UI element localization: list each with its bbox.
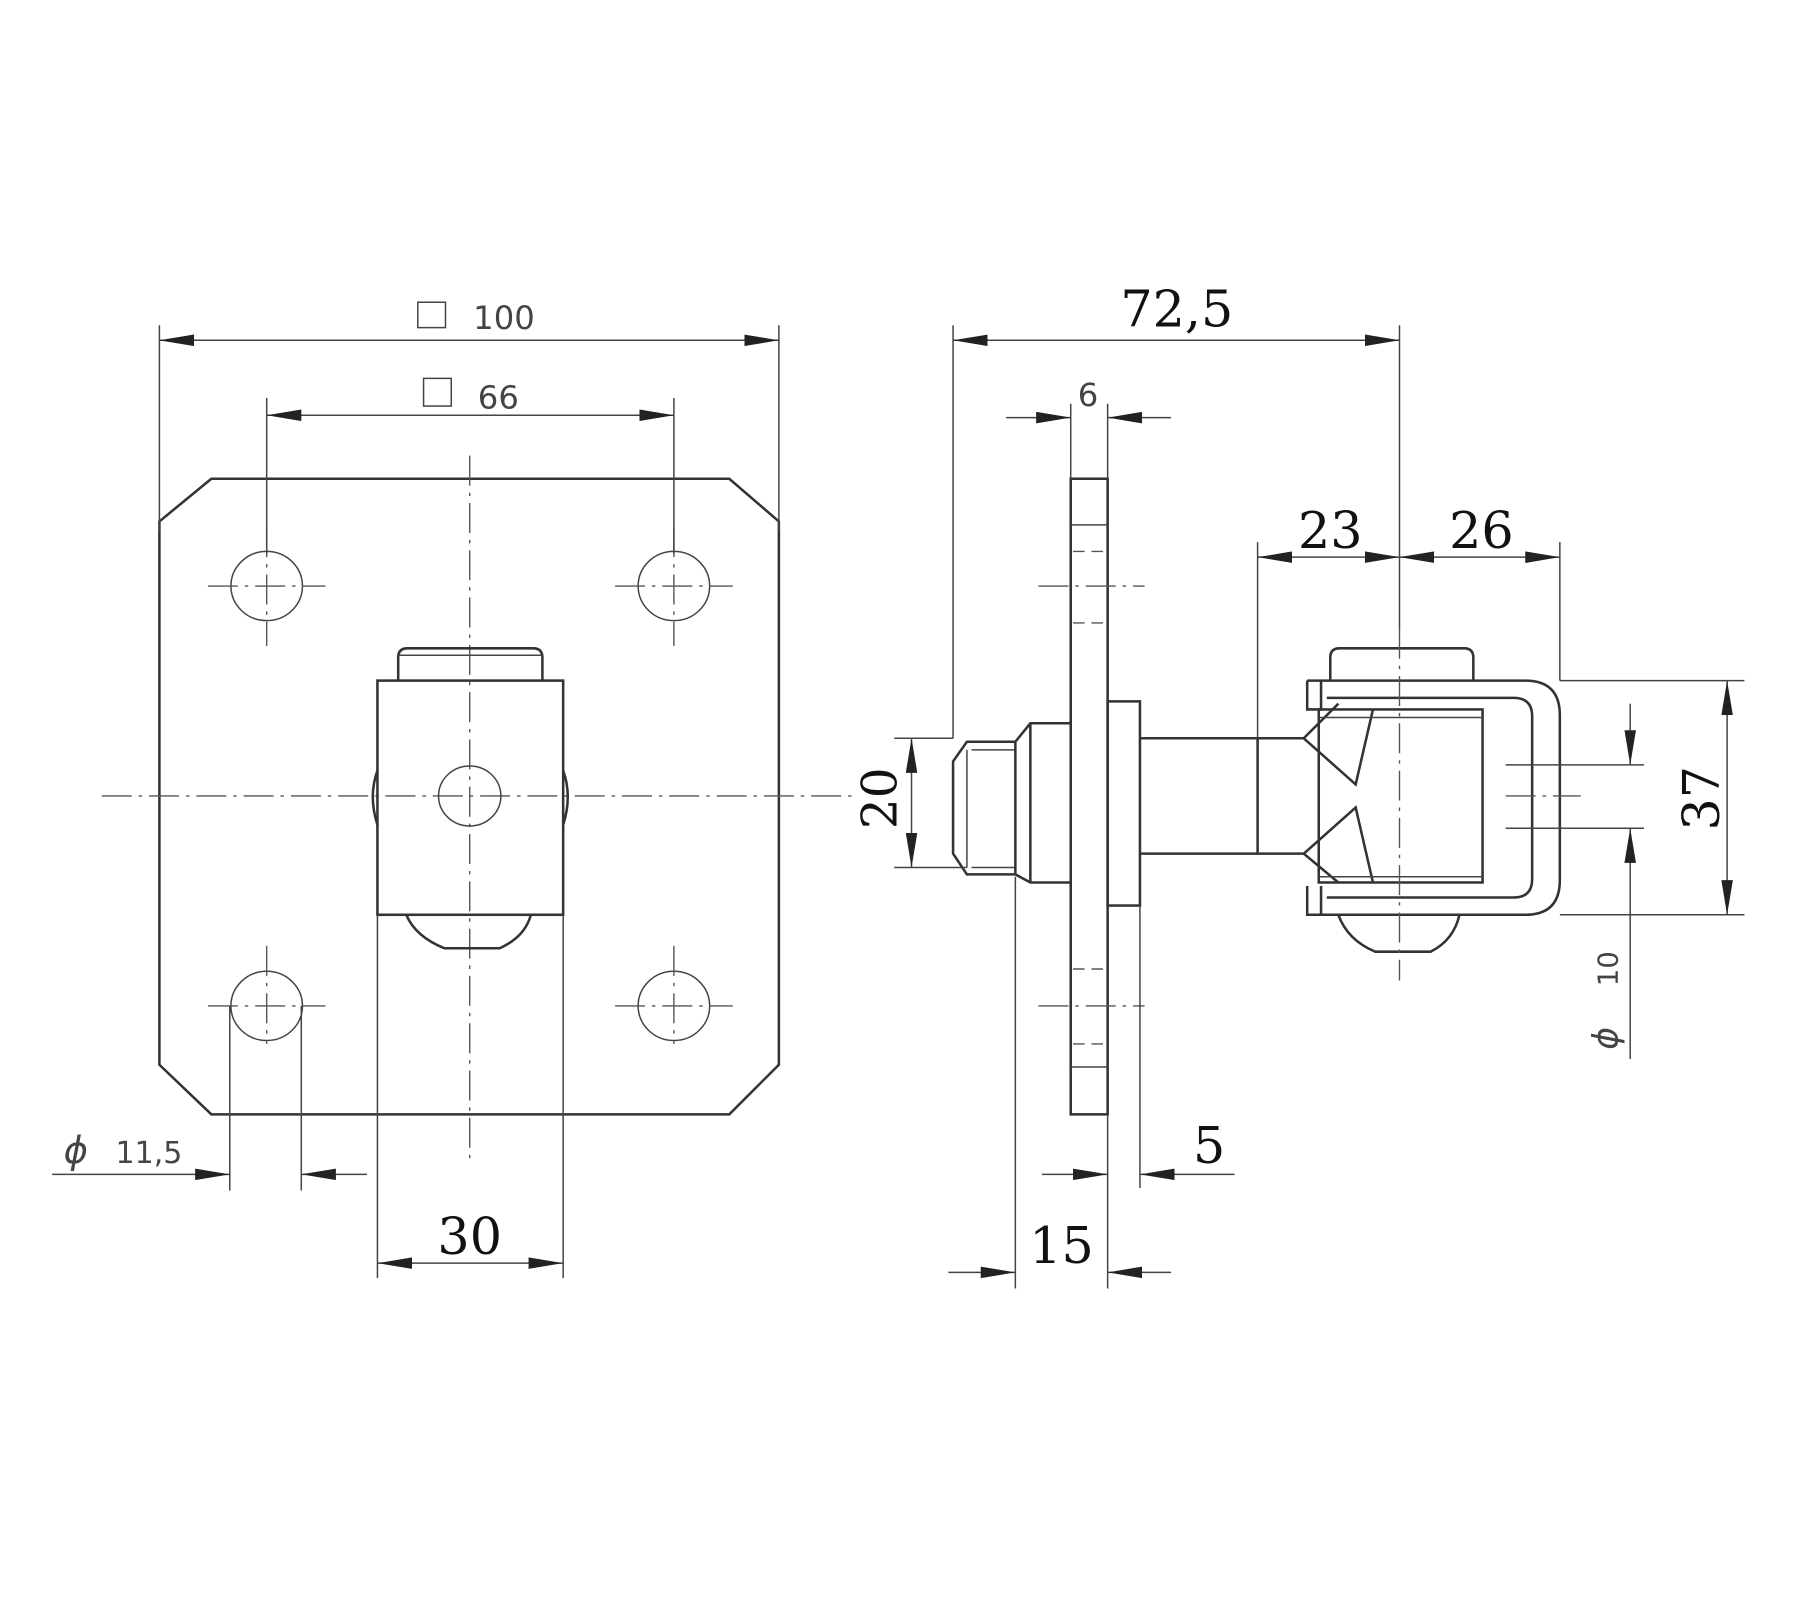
dim-15-label: 15 [1029, 1216, 1094, 1275]
threaded-tip [951, 740, 1016, 876]
pin-cylinder [1317, 708, 1484, 884]
dim-100-label: 100 [473, 299, 535, 337]
pin-cap-bottom-side [1337, 914, 1461, 953]
side-view-hinge: 72,5 6 20 23 26 37 ϕ 10 [853, 279, 1745, 1289]
front-view-plate: 100 66 ϕ 11,5 30 [52, 299, 854, 1279]
eye-bracket [1307, 679, 1562, 917]
dim-26-label: 26 [1449, 501, 1514, 560]
dim-30: 30 [376, 914, 564, 1279]
dim-6-label: 6 [1078, 376, 1099, 414]
dim-72-5-label: 72,5 [1120, 279, 1233, 338]
dim-15: 15 [948, 876, 1172, 1289]
shaft [1139, 702, 1340, 884]
dim-5-label: 5 [1193, 1116, 1225, 1175]
dim-37-label: 37 [1672, 766, 1731, 831]
center-hole [437, 765, 502, 827]
svg-text:ϕ: ϕ [1587, 1027, 1627, 1050]
dim-23-label: 23 [1298, 501, 1363, 560]
dim-5: 5 [1041, 905, 1235, 1189]
flange-plate [1069, 477, 1109, 1116]
dim-pin-diameter: ϕ 10 [1587, 703, 1636, 1059]
pin-cap-top-side [1329, 647, 1475, 681]
dim-37: 37 [1559, 679, 1745, 916]
pin-cap-top [396, 647, 544, 681]
dim-hole-diameter-label: 11,5 [116, 1136, 183, 1171]
svg-text:ϕ: ϕ [64, 1129, 88, 1172]
dim-72-5: 72,5 [952, 279, 1401, 739]
dim-66-label: 66 [478, 378, 519, 416]
dim-100: 100 [158, 299, 780, 531]
washer [1106, 700, 1142, 907]
pin-cap-bottom [405, 914, 533, 950]
mounting-holes [207, 527, 733, 1044]
dim-6: 6 [1006, 376, 1172, 479]
dim-20: 20 [853, 737, 967, 869]
hinge-body [376, 679, 565, 917]
dim-23-26: 23 26 [1256, 501, 1561, 739]
dim-pin-diameter-label: 10 [1592, 951, 1625, 986]
dim-hole-diameter: ϕ 11,5 [52, 1005, 368, 1191]
dim-66: 66 [265, 377, 675, 554]
mounting-plate [158, 477, 781, 1116]
shaft-collar [1014, 722, 1071, 884]
dim-30-label: 30 [437, 1207, 502, 1266]
dim-20-label: 20 [853, 767, 909, 829]
